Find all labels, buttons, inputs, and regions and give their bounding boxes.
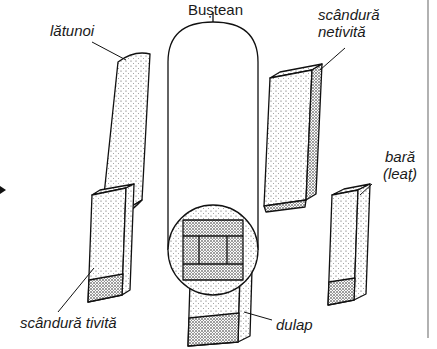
- leader-lines: [58, 42, 372, 320]
- part-label: scândură netivită: [318, 6, 400, 40]
- part-label: scândură tivită: [20, 314, 117, 331]
- unedged-board: [264, 64, 322, 212]
- batten-piece: [328, 184, 370, 305]
- part-label: bară (leaț): [374, 148, 426, 182]
- log-label: Buștean: [188, 1, 243, 18]
- log-illustration: [168, 12, 258, 295]
- frame-line: [427, 0, 428, 338]
- part-label: dulap: [276, 316, 313, 333]
- part-label: lătunoi: [50, 22, 94, 39]
- edged-board: [88, 184, 134, 302]
- frame-arrow: [0, 186, 6, 194]
